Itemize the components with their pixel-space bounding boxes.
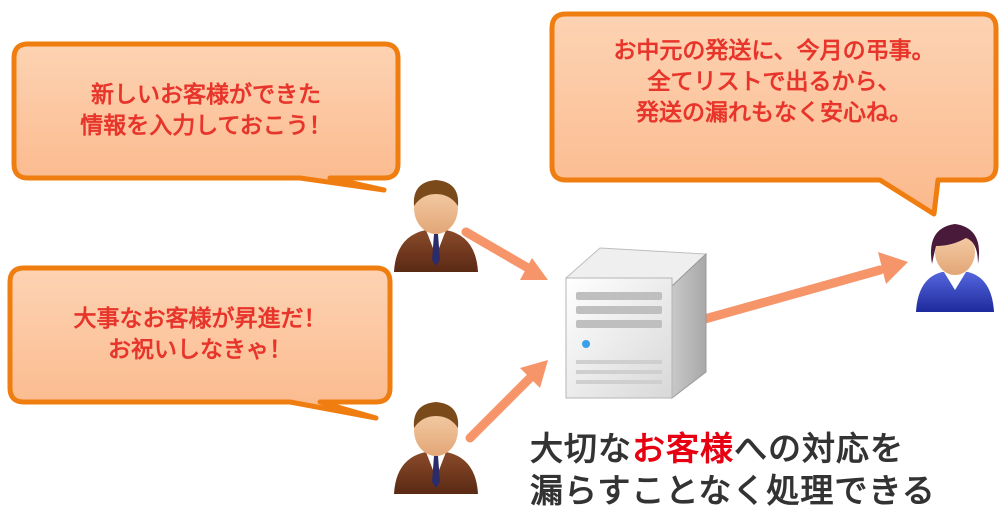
caption: 大切なお客様への対応を 漏らすことなく処理できる <box>530 428 936 512</box>
bubble-text-line: 全てリストで出るから、 <box>647 69 901 95</box>
caption-line-1: 大切なお客様への対応を <box>530 428 936 470</box>
bubble-text-line: お祝いしなきゃ！ <box>108 337 292 363</box>
speech-bubble-top-left <box>11 41 401 193</box>
speech-bubble-bottom-left <box>7 265 393 421</box>
caption-line-2: 漏らすことなく処理できる <box>530 471 936 510</box>
businesswoman-icon <box>916 224 994 312</box>
businessman-bottom-icon <box>394 402 478 494</box>
bubble-text-line: 大事なお客様が昇進だ！ <box>73 306 327 332</box>
bubble-text-bottom-left: 大事なお客様が昇進だ！ お祝いしなきゃ！ <box>10 304 390 366</box>
caption-text: 大切な <box>530 429 632 468</box>
bubble-text-top-right: お中元の発送に、今月の弔事。 全てリストで出るから、 発送の漏れもなく安心ね。 <box>552 36 996 129</box>
bubble-text-line: 発送の漏れもなく安心ね。 <box>636 100 912 126</box>
arrow-server-to-woman <box>689 252 908 327</box>
arrow-bottom-user-to-server <box>465 360 548 443</box>
bubble-text-line: 情報を入力しておこう！ <box>80 113 332 139</box>
caption-text: への対応を <box>734 429 904 468</box>
arrow-top-user-to-server <box>461 227 548 280</box>
bubble-text-top-left: 新しいお客様ができた 情報を入力しておこう！ <box>14 80 398 142</box>
bubble-text-line: 新しいお客様ができた <box>91 82 321 108</box>
server-icon <box>564 247 708 400</box>
businessman-top-icon <box>394 180 478 272</box>
caption-highlight: お客様 <box>632 429 734 468</box>
speech-bubble-top-right <box>549 11 999 217</box>
bubble-text-line: お中元の発送に、今月の弔事。 <box>613 38 935 64</box>
